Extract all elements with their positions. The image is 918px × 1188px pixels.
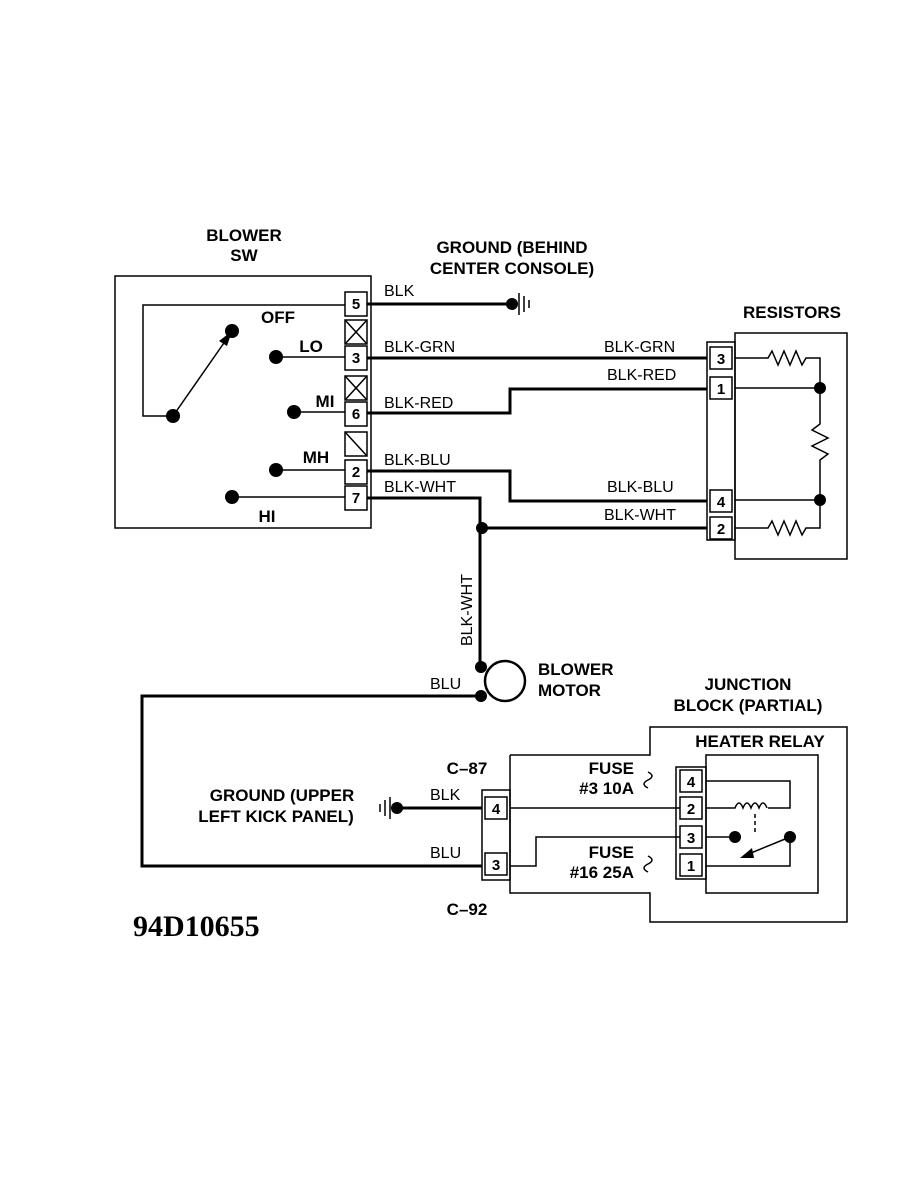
switch-pin-5: 5 bbox=[352, 296, 360, 313]
wire-label-blk-blu-left: BLK-BLU bbox=[384, 452, 451, 469]
connector-pin-3: 3 bbox=[492, 857, 500, 874]
fuse-16-label: FUSE bbox=[589, 843, 634, 862]
switch-position-mi: MI bbox=[316, 392, 335, 411]
blower-motor-label-2: MOTOR bbox=[538, 681, 601, 700]
switch-position-hi: HI bbox=[259, 507, 276, 526]
fuse-3-rating: #3 10A bbox=[579, 779, 634, 798]
resistor-pin-1: 1 bbox=[717, 381, 725, 398]
wire-label-blu-bottom: BLU bbox=[430, 845, 461, 862]
figure-id: 94D10655 bbox=[133, 910, 260, 943]
resistor-pin-2: 2 bbox=[717, 521, 725, 538]
wire-label-blk-bottom: BLK bbox=[430, 787, 461, 804]
switch-connector bbox=[344, 291, 368, 511]
relay-pin-4: 4 bbox=[687, 774, 696, 791]
wire-label-blk: BLK bbox=[384, 283, 415, 300]
wire-label-blk-wht-right: BLK-WHT bbox=[604, 507, 676, 524]
blower-switch-subtitle: SW bbox=[230, 246, 258, 265]
heater-relay-title: HEATER RELAY bbox=[695, 732, 825, 751]
wire-label-blk-wht-vertical: BLK-WHT bbox=[459, 574, 476, 646]
fuse-16-rating: #16 25A bbox=[570, 863, 634, 882]
resistor-pin-4: 4 bbox=[717, 494, 726, 511]
blower-motor-label: BLOWER bbox=[538, 660, 614, 679]
blower-switch bbox=[114, 275, 372, 529]
switch-pin-2: 2 bbox=[352, 464, 360, 481]
wire-blu bbox=[140, 694, 482, 868]
wire-label-blk-red-left: BLK-RED bbox=[384, 395, 453, 412]
switch-position-lo: LO bbox=[299, 337, 323, 356]
junction-block-title-2: BLOCK (PARTIAL) bbox=[674, 696, 823, 715]
ground-console-label: GROUND (BEHIND bbox=[436, 238, 587, 257]
wire-blk-wht bbox=[367, 496, 707, 667]
wire-label-blk-grn-left: BLK-GRN bbox=[384, 339, 455, 356]
relay-pin-3: 3 bbox=[687, 830, 695, 847]
junction-block bbox=[481, 726, 848, 923]
wire-label-blu-top: BLU bbox=[430, 676, 461, 693]
switch-pin-6: 6 bbox=[352, 406, 360, 423]
wire-label-blk-red-right: BLK-RED bbox=[607, 367, 676, 384]
ground-console-label-2: CENTER CONSOLE) bbox=[430, 259, 594, 278]
junction-block-title: JUNCTION bbox=[705, 675, 792, 694]
blower-switch-title: BLOWER bbox=[206, 226, 282, 245]
switch-pin-3: 3 bbox=[352, 350, 360, 367]
ground-kick-panel-label-2: LEFT KICK PANEL) bbox=[198, 807, 354, 826]
switch-pin-7: 7 bbox=[352, 490, 360, 507]
relay-pin-2: 2 bbox=[687, 801, 695, 818]
ground-symbol-kick-panel bbox=[379, 797, 482, 819]
connector-c87-label: C–87 bbox=[447, 759, 488, 778]
wire-blk-red bbox=[367, 387, 707, 415]
ground-kick-panel-label: GROUND (UPPER bbox=[210, 786, 355, 805]
wire-blk-blu bbox=[367, 469, 707, 503]
resistor-pin-3: 3 bbox=[717, 351, 725, 368]
blower-motor bbox=[475, 659, 527, 703]
fuse-3-label: FUSE bbox=[589, 759, 634, 778]
relay-pin-1: 1 bbox=[687, 858, 695, 875]
resistor-block bbox=[706, 332, 848, 560]
ground-symbol-console bbox=[367, 293, 530, 315]
connector-pin-4: 4 bbox=[492, 801, 501, 818]
resistors-title: RESISTORS bbox=[743, 303, 841, 322]
wire-label-blk-blu-right: BLK-BLU bbox=[607, 479, 674, 496]
wire-label-blk-grn-right: BLK-GRN bbox=[604, 339, 675, 356]
switch-position-off: OFF bbox=[261, 308, 295, 327]
switch-position-mh: MH bbox=[303, 448, 329, 467]
wire-label-blk-wht-left: BLK-WHT bbox=[384, 479, 456, 496]
connector-c92-label: C–92 bbox=[447, 900, 488, 919]
